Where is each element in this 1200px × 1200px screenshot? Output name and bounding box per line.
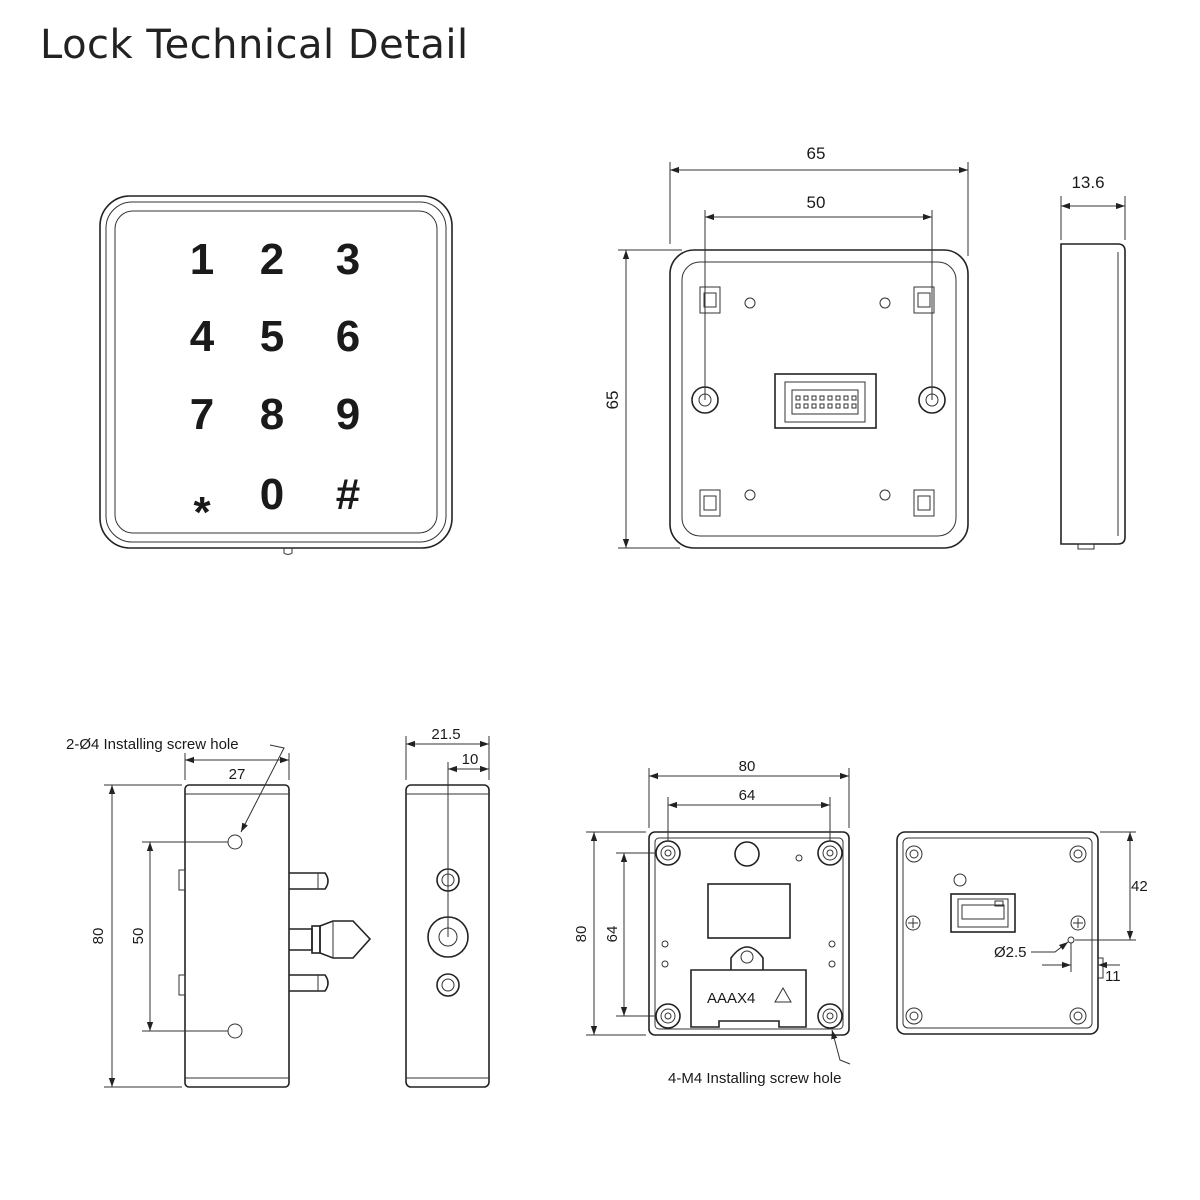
connector-pin bbox=[819, 403, 825, 409]
connector-pin bbox=[811, 403, 817, 409]
keypad-key: * bbox=[193, 488, 211, 537]
keypad-key: 6 bbox=[336, 312, 360, 361]
clip-top-left bbox=[699, 286, 721, 314]
connector-pin bbox=[851, 395, 857, 401]
lock-side-view: 2-Ø4 Installing screw hole 27 80 50 bbox=[66, 736, 372, 1088]
dim-bolt-offset: 10 bbox=[462, 751, 479, 768]
warning-triangle-icon bbox=[774, 986, 792, 1003]
dim-lock-height: 80 bbox=[90, 928, 107, 945]
lock-end-view: 21.5 10 bbox=[405, 726, 490, 1088]
connector-pin bbox=[795, 395, 801, 401]
dim-lock-width: 27 bbox=[229, 766, 246, 783]
connector-pin bbox=[835, 395, 841, 401]
keypad-key: 4 bbox=[190, 312, 215, 361]
keypad-key: 9 bbox=[336, 390, 360, 439]
lock-back-view: AAAX4 80 64 80 64 4-M4 Installing screw … bbox=[573, 758, 851, 1087]
connector-pin bbox=[843, 395, 849, 401]
dim-back-width: 80 bbox=[739, 758, 756, 775]
clip-top-right bbox=[913, 286, 935, 314]
keypad-key: 2 bbox=[260, 235, 284, 284]
clip-bottom-right bbox=[913, 489, 935, 517]
connector-pin bbox=[795, 403, 801, 409]
screw-hole-top bbox=[227, 834, 243, 850]
dim-back-hole-spacing-v: 64 bbox=[604, 926, 621, 943]
connector-pin bbox=[827, 403, 833, 409]
keypad-key: 7 bbox=[190, 390, 214, 439]
connector-pin bbox=[851, 403, 857, 409]
connector-pin bbox=[827, 395, 833, 401]
dim-lock-depth: 21.5 bbox=[431, 726, 460, 743]
dim-lock-hole-spacing: 50 bbox=[130, 928, 147, 945]
connector-pin bbox=[843, 403, 849, 409]
dim-panel-height: 65 bbox=[603, 391, 622, 410]
dim-hole-diameter: Ø2.5 bbox=[994, 944, 1027, 961]
lock-front-view: 42 Ø2.5 11 bbox=[896, 831, 1148, 1035]
panel-side-view: 13.6 bbox=[1060, 173, 1126, 550]
dim-panel-width: 65 bbox=[807, 144, 826, 163]
keypad-key: 1 bbox=[190, 235, 214, 284]
connector-pin bbox=[803, 395, 809, 401]
keypad-key: 5 bbox=[260, 312, 284, 361]
dim-panel-hole-spacing: 50 bbox=[807, 193, 826, 212]
corner-screws bbox=[905, 845, 1087, 1025]
screw-note-side: 2-Ø4 Installing screw hole bbox=[66, 736, 239, 753]
lock-model-label: AAAX4 bbox=[707, 990, 755, 1007]
keypad-key: 8 bbox=[260, 390, 284, 439]
clip-bottom-left bbox=[699, 489, 721, 517]
connector-pin bbox=[811, 395, 817, 401]
dim-panel-depth: 13.6 bbox=[1071, 173, 1104, 192]
dim-front-height: 42 bbox=[1131, 878, 1148, 895]
connector bbox=[774, 373, 877, 429]
screw-hole-bottom bbox=[227, 1023, 243, 1039]
connector-pin bbox=[803, 403, 809, 409]
dim-back-height: 80 bbox=[573, 926, 590, 943]
keypad-key: # bbox=[336, 470, 360, 519]
dim-front-offset: 11 bbox=[1105, 968, 1121, 985]
connector-pin bbox=[835, 403, 841, 409]
page-title: Lock Technical Detail bbox=[40, 22, 469, 68]
keypad-key: 0 bbox=[260, 470, 284, 519]
dim-back-hole-spacing-h: 64 bbox=[739, 787, 756, 804]
screw-note-back: 4-M4 Installing screw hole bbox=[668, 1070, 841, 1087]
keypad-key: 3 bbox=[336, 235, 360, 284]
connector-pin bbox=[819, 395, 825, 401]
reader-slot bbox=[950, 893, 1016, 933]
panel-back-view: 65 50 65 bbox=[603, 144, 969, 549]
